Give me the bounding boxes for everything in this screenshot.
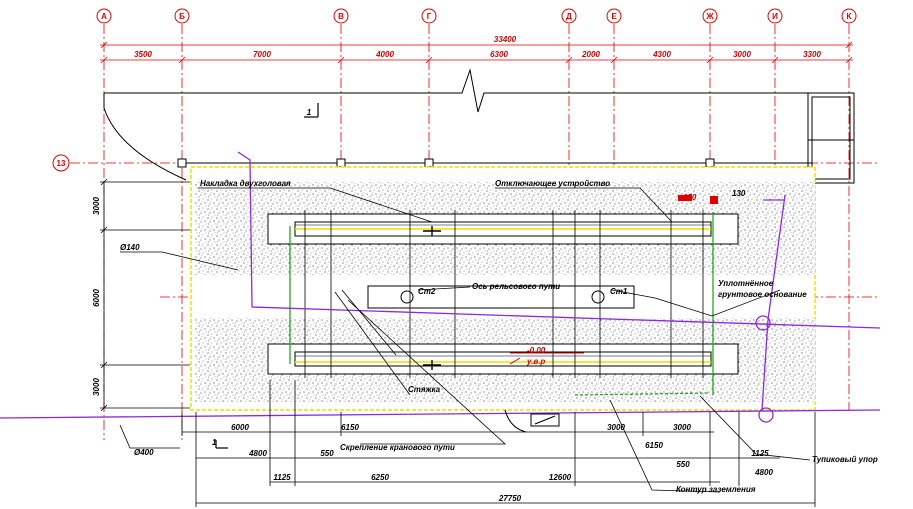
dim-bottom-row2: 550 [320,449,334,458]
sborka-label: Скрепление кранового пути [340,443,455,452]
dim-bottom-row3: 1125 [273,473,291,482]
left-dimension-lines [100,178,190,412]
dim-bottom-row1: 3000 [673,423,691,432]
dim-overall-top: 33400 [494,35,517,44]
dim-top-span: 4300 [652,50,671,59]
ground-contour [289,212,714,396]
dim-left: 3000 [92,378,101,396]
dim-top-span: 2000 [581,50,600,59]
dim-top-span: 3500 [134,50,152,59]
level-mark-sub: у.в.р [526,357,545,366]
top-dimension-lines [100,41,853,64]
cable-lines [0,151,881,423]
mark-130: 130 [732,189,746,198]
otklyuch-label: Отключающее устройство [495,179,610,188]
leaders [119,187,811,493]
rail-axis-strip [367,285,635,309]
axis-label-G: Г [427,12,432,21]
uplotn-label-2: грунтовое основание [718,290,807,299]
dim-top-span: 3300 [803,50,821,59]
d140-label: Ø140 [120,243,140,252]
nakladka-label: Накладка двухголовая [200,179,291,188]
dim-left: 6000 [92,289,101,307]
rail-joints [423,226,441,370]
section-marker-top: 1 [304,103,319,118]
st2-well [400,290,414,304]
dim-top-span: 4000 [375,50,394,59]
mark-150: 150 [683,193,697,202]
dim-bottom-row2: 4800 [754,468,773,477]
tupik-label: Тупиковый упор [812,455,878,464]
dim-left: 3000 [92,197,101,215]
dim-top-span: 3000 [733,50,751,59]
dim-bottom-row2: 4800 [248,449,267,458]
axis-label-K: К [847,12,852,21]
dim-bottom-row2: 550 [676,460,690,469]
dim-bottom-row3: 12600 [549,473,572,482]
sleepers [304,210,704,378]
dim-bottom-row1: 6000 [231,423,249,432]
section-marker-bottom: 1 [212,438,228,449]
section-mark-label: 1 [307,108,312,117]
dim-bottom-overall: 27750 [498,494,522,503]
axis-label-I: И [772,12,778,21]
axis-label-E: Е [611,12,617,21]
ground-device [504,409,560,433]
st1-well [591,290,605,304]
axis-label-D: Д [566,12,572,21]
axis-label-A: А [101,12,107,21]
os-label: Ось рельсового пути [472,282,560,291]
dim-bottom-row2: 6150 [645,441,663,450]
bottom-dimension-lines [181,380,816,507]
section-mark-bottom-label: 1 [212,438,217,447]
kontur-label: Контур заземления [676,485,756,494]
uplotn-label-1: Уплотнённое [718,279,774,288]
axis-label-V: В [338,12,344,21]
dim-bottom-row1: 6150 [341,423,359,432]
dim-top-span: 7000 [253,50,271,59]
dim-bottom-row1: 3000 [607,423,625,432]
dim-top-span: 6300 [490,50,508,59]
axis-label-B: Б [179,12,185,21]
dim-bottom-row3: 1125 [751,449,769,458]
stremyanka-label: Стяжка [408,385,441,394]
level-mark: -0.00 [527,346,546,355]
axis-label-Zh: Ж [705,12,714,21]
axis-label-row-13: 13 [57,159,66,168]
axis-bubbles [52,8,857,172]
building-outline [103,68,855,184]
level-markers: 150 130 -0.00 у.в.р [509,189,746,366]
dim-bottom-row3: 6250 [371,473,389,482]
st1-label: Ст1 [610,287,628,296]
rail-beam-bottom [267,343,739,375]
d400-label: Ø400 [134,448,154,457]
st2-label: Ст2 [418,287,436,296]
